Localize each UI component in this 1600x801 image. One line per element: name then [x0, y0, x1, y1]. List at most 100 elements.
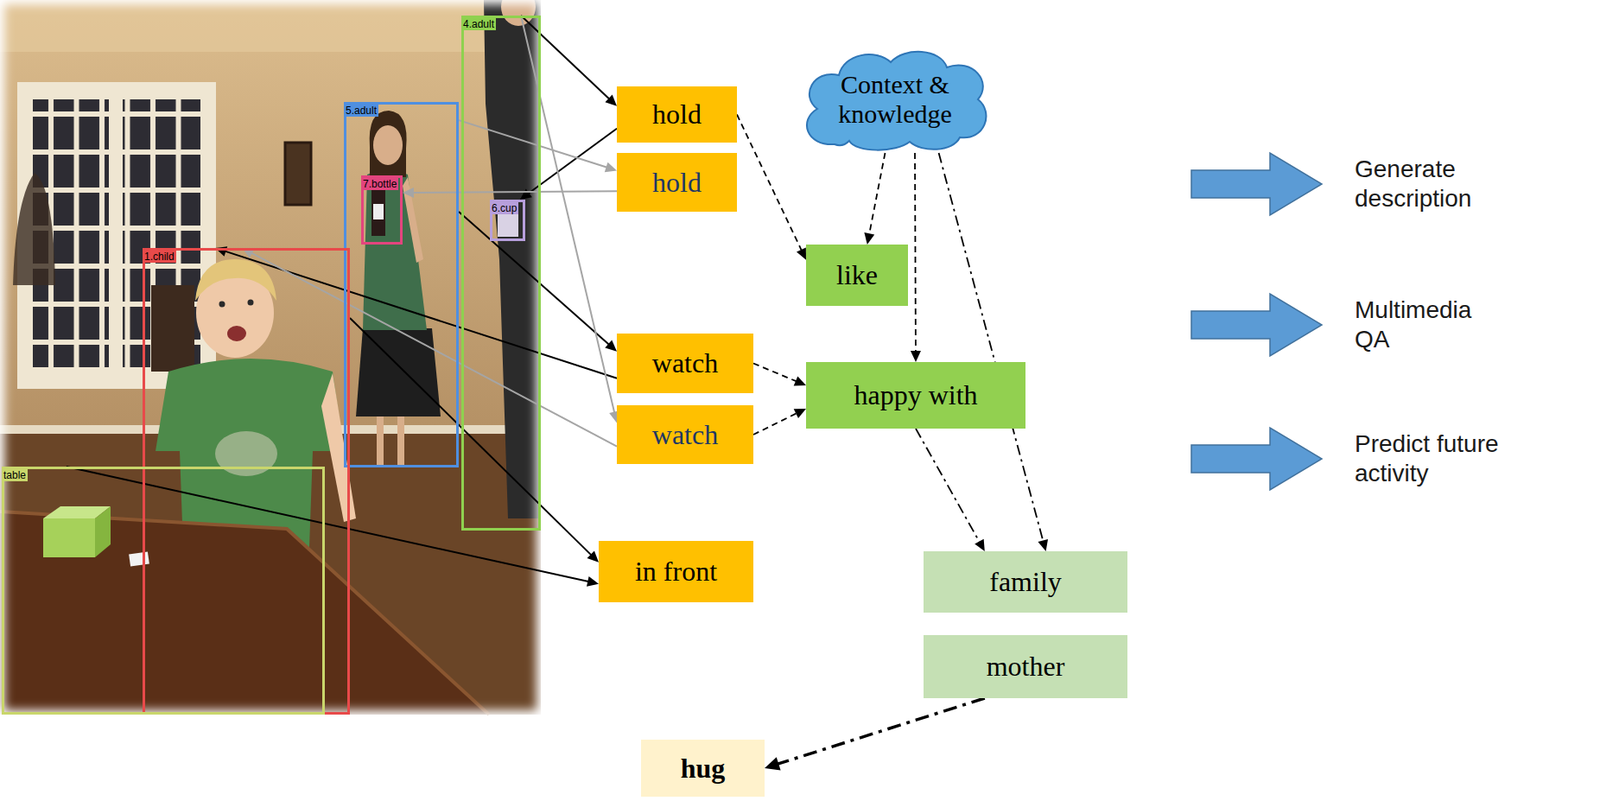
arrow-head	[863, 232, 875, 245]
detection-box: 4.adult	[461, 15, 541, 531]
background-person	[12, 172, 56, 286]
arrow-head	[793, 375, 807, 386]
node-text: happy with	[853, 379, 978, 412]
relation-box: watch	[616, 405, 754, 464]
connector-line	[349, 317, 592, 556]
relation-box: hold	[616, 152, 737, 212]
relation-connector	[520, 15, 620, 423]
node-text: hug	[680, 752, 726, 785]
table-top	[0, 511, 489, 715]
relation-connector	[939, 152, 1048, 552]
child-eye	[219, 301, 226, 308]
node-text: like	[836, 259, 878, 292]
child-mouth	[227, 325, 247, 342]
detection-label: 5.adult	[343, 104, 379, 117]
output-arrows	[1191, 152, 1322, 490]
node-text: family	[989, 565, 1062, 598]
relation-connector	[764, 698, 985, 770]
node-text: watch	[652, 347, 718, 380]
relation-box: hold	[616, 86, 737, 143]
output-label: Predict future activity	[1354, 429, 1537, 488]
relation-box: in front	[598, 540, 754, 603]
inferred-box: like	[806, 244, 908, 306]
connector-line	[520, 15, 610, 100]
inferred-box: happy with	[806, 361, 1026, 429]
child-eye	[247, 299, 254, 306]
relation-connector	[66, 466, 599, 587]
arrow-head	[796, 247, 807, 260]
bottle	[371, 185, 386, 236]
detection-box: 1.child	[142, 247, 350, 715]
relation-connector	[402, 187, 617, 198]
green-cube-side	[95, 506, 111, 558]
connector-line	[736, 114, 802, 252]
ceiling-light	[0, 0, 541, 52]
prediction-box: hug	[641, 739, 765, 797]
connector-line	[915, 428, 980, 543]
detection-label: 7.bottle	[361, 177, 399, 191]
relation-connector	[753, 363, 807, 387]
connector-line	[458, 211, 610, 346]
table-edge	[0, 511, 489, 715]
arrow-head	[974, 539, 985, 552]
connector-line	[753, 363, 798, 382]
relation-connector	[910, 152, 921, 362]
relation-connector	[520, 15, 617, 107]
relation-connector	[458, 211, 617, 352]
wall	[0, 0, 541, 715]
node-text: in front	[634, 555, 718, 588]
cloud-outline	[806, 51, 986, 151]
node-text: hold	[652, 166, 702, 199]
arrow-head	[520, 188, 533, 200]
connector-line	[753, 412, 798, 435]
concept-box: mother	[923, 634, 1128, 699]
node-text: watch	[652, 419, 718, 451]
block-arrow	[1191, 152, 1322, 216]
connector-line	[250, 252, 617, 446]
relation-connector	[458, 120, 617, 172]
connector-line	[939, 152, 1044, 542]
arrow-head	[604, 340, 617, 352]
relation-connector	[349, 317, 599, 563]
woman-skirt	[355, 328, 441, 417]
arrow-head	[1037, 539, 1048, 552]
bottle-label	[373, 203, 384, 220]
detection-box: 5.adult	[343, 101, 459, 468]
arrow-head	[604, 162, 617, 172]
child-hair	[195, 259, 277, 301]
block-arrow	[1191, 293, 1322, 356]
child-arm	[321, 373, 356, 522]
detection-label: 4.adult	[461, 18, 496, 31]
knowledge-cloud: Context & knowledge	[795, 45, 995, 153]
concept-box: family	[923, 551, 1128, 613]
detection-label: 6.cup	[489, 202, 519, 215]
connector-line	[458, 120, 609, 168]
wall-picture	[285, 142, 312, 205]
detection-box: 7.bottle	[361, 175, 403, 245]
chair	[151, 285, 195, 372]
detection-label: table	[1, 469, 28, 482]
relation-connector	[753, 408, 807, 435]
connector-line	[776, 698, 985, 764]
connector-line	[520, 15, 615, 414]
connector-line	[412, 190, 617, 193]
photo	[0, 0, 545, 718]
connector-line	[527, 128, 617, 195]
woman-hair	[369, 110, 407, 178]
arrow-head	[764, 756, 781, 770]
arrow-head	[910, 350, 921, 362]
arrow-head	[402, 187, 414, 198]
node-text: Context & knowledge	[825, 69, 965, 130]
relation-connector	[520, 128, 617, 200]
connector-line	[869, 152, 886, 235]
green-cube	[43, 518, 96, 558]
block-arrow	[1191, 427, 1322, 490]
card	[128, 552, 150, 567]
woman-head	[373, 125, 403, 166]
connector-line	[914, 152, 917, 353]
relation-connector	[736, 114, 807, 261]
detection-box: table	[1, 466, 325, 715]
